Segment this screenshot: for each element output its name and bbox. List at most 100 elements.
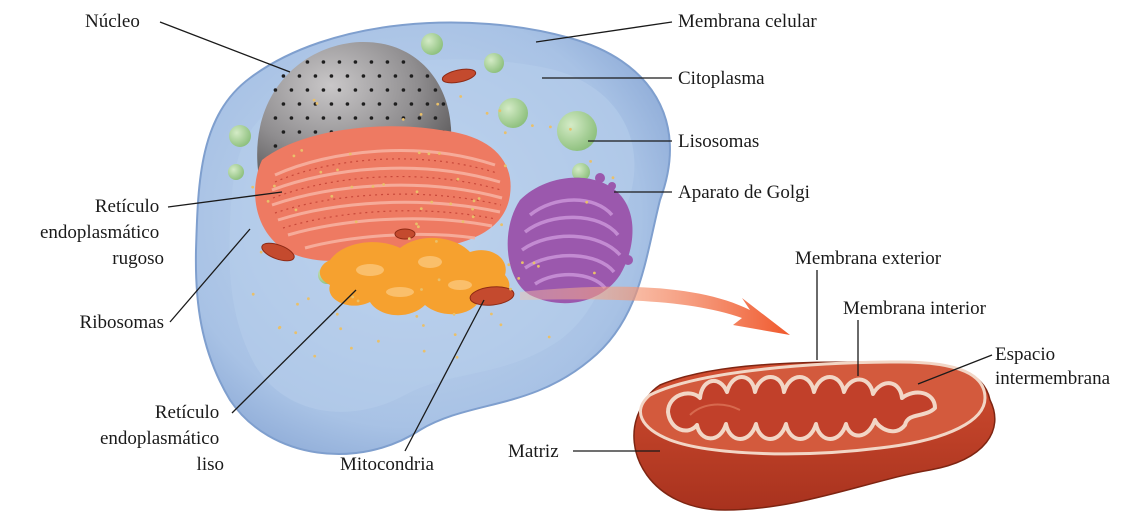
ribosome-dot: [521, 261, 524, 264]
ribosome-dot: [330, 195, 333, 198]
nuclear-pore: [314, 130, 318, 134]
nuclear-pore: [330, 74, 334, 78]
nuclear-pore: [370, 88, 374, 92]
ribosome-dot: [300, 149, 303, 152]
ribosome-dot: [382, 183, 385, 186]
ribosome-dot: [457, 178, 460, 181]
nuclear-pore: [394, 102, 398, 106]
ribosome-dot: [418, 151, 421, 154]
ribosome-dot: [420, 113, 423, 116]
ribosome-dot: [415, 315, 418, 318]
ribosome-dot: [422, 324, 425, 327]
nuclear-pore: [346, 74, 350, 78]
nuclear-pore: [290, 88, 294, 92]
label-ribosomas: Ribosomas: [80, 312, 164, 333]
nuclear-pore: [362, 74, 366, 78]
nuclear-pore: [426, 102, 430, 106]
label-aparato-golgi: Aparato de Golgi: [678, 182, 810, 203]
ribosome-dot: [252, 293, 255, 296]
ribosome-dot: [336, 313, 339, 316]
ribosome-dot: [416, 190, 419, 193]
nuclear-pore: [386, 60, 390, 64]
ribosome-dot: [454, 333, 457, 336]
ribosome-dot: [372, 185, 375, 188]
ribosome-dot: [428, 152, 431, 155]
ribosome-dot: [307, 297, 310, 300]
label-membrana-celular: Membrana celular: [678, 11, 817, 32]
label-nucleo: Núcleo: [85, 11, 140, 32]
ribosome-dot: [273, 185, 276, 188]
nuclear-pore: [386, 116, 390, 120]
ribosome-dot: [251, 186, 254, 189]
nuclear-pore: [370, 116, 374, 120]
ribosome-dot: [471, 208, 474, 211]
nuclear-pore: [322, 60, 326, 64]
ribosome-dot: [423, 350, 426, 353]
ribosome-dot: [355, 220, 358, 223]
ribosome-dot: [585, 201, 588, 204]
ribosome-dot: [486, 112, 489, 115]
nuclear-pore: [322, 116, 326, 120]
ribosome-dot: [593, 272, 596, 275]
ribosome-dot: [612, 176, 615, 179]
nuclear-pore: [338, 60, 342, 64]
ribosome-dot: [293, 155, 296, 158]
nuclear-pore: [386, 88, 390, 92]
ribosome-dot: [473, 200, 476, 203]
ribosome-dot: [316, 102, 319, 105]
ribosome-dot: [420, 288, 423, 291]
nuclear-pore: [338, 88, 342, 92]
ribosome-dot: [472, 215, 475, 218]
label-matriz: Matriz: [508, 441, 559, 462]
nuclear-pore: [322, 88, 326, 92]
nuclear-pore: [434, 88, 438, 92]
nuclear-pore: [402, 60, 406, 64]
ribosome-dot: [438, 278, 441, 281]
ribosome-dot: [417, 225, 420, 228]
nuclear-pore: [434, 116, 438, 120]
ribosome-dot: [351, 296, 354, 299]
nuclear-pore: [442, 102, 446, 106]
label-espacio-intermembrana: Espacio intermembrana: [995, 344, 1111, 389]
ribosome-dot: [408, 237, 411, 240]
nuclear-pore: [410, 74, 414, 78]
ribosome-dot: [296, 303, 299, 306]
ribosome-dot: [435, 240, 438, 243]
nuclear-pore: [298, 74, 302, 78]
nuclear-pore: [282, 102, 286, 106]
nuclear-pore: [314, 74, 318, 78]
ribosome-dot: [589, 160, 592, 163]
label-reticulo-liso: Retículo endoplasmático liso: [100, 402, 224, 475]
ribosome-dot: [350, 347, 353, 350]
ribosome-dot: [504, 164, 507, 167]
ribosome-dot: [504, 131, 507, 134]
ribosome-dot: [295, 209, 298, 212]
ribosome-dot: [500, 323, 503, 326]
ribosome-dot: [507, 263, 510, 266]
ribosome-dot: [456, 356, 459, 359]
ribosome-dot: [490, 313, 493, 316]
ribosome-dot: [357, 300, 360, 303]
cell: [196, 23, 670, 454]
ribosome-dot: [319, 171, 322, 174]
ribosome-dot: [462, 220, 465, 223]
nuclear-pore: [402, 88, 406, 92]
ribosome-dot: [350, 186, 353, 189]
ribosome-dot: [449, 202, 452, 205]
nuclear-pore: [298, 130, 302, 134]
nuclear-pore: [330, 102, 334, 106]
nuclear-pore: [410, 102, 414, 106]
leader-membrana-celular: [536, 22, 672, 42]
ribosome-dot: [377, 340, 380, 343]
ribosome-dot: [500, 223, 503, 226]
nuclear-pore: [298, 102, 302, 106]
nuclear-pore: [378, 74, 382, 78]
ribosome-dot: [339, 327, 342, 330]
ribosome-dot: [549, 126, 552, 129]
mitochondrion-enlarged: [634, 362, 995, 510]
nuclear-pore: [274, 116, 278, 120]
nuclear-pore: [290, 116, 294, 120]
ribosome-dot: [349, 153, 352, 156]
ribosome-dot: [531, 124, 534, 127]
